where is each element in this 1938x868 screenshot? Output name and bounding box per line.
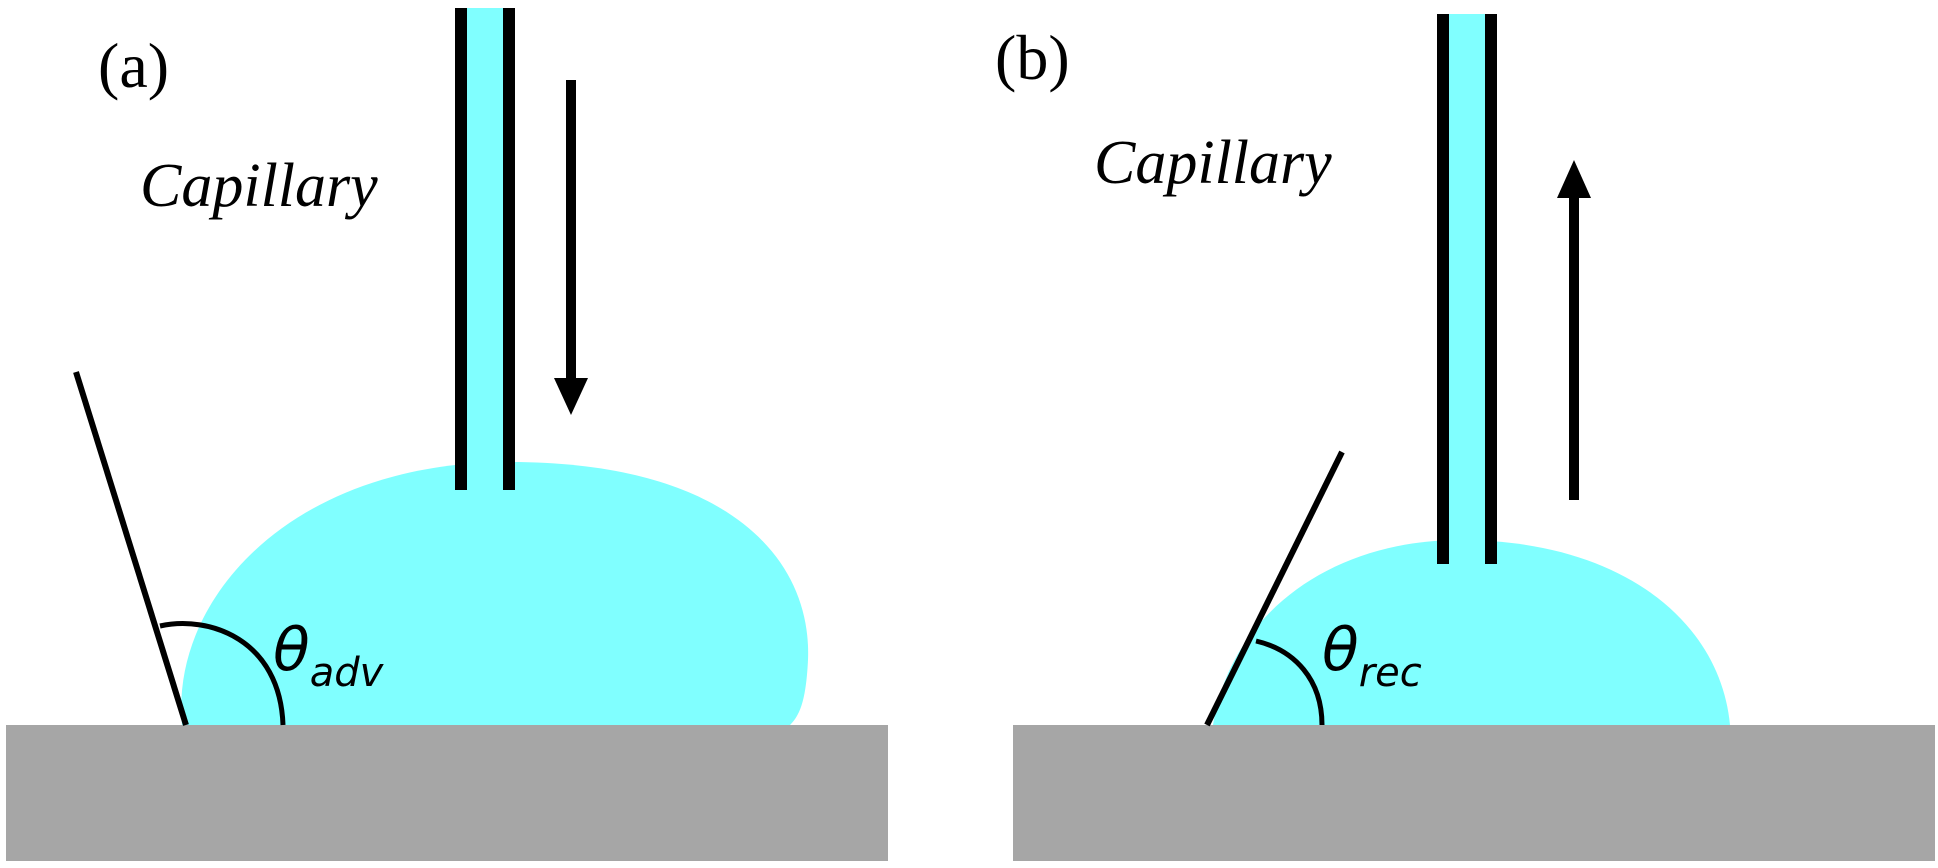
droplet-advancing xyxy=(181,462,809,725)
theta-rec-label: θrec xyxy=(1322,620,1422,693)
arrow-up-head xyxy=(1557,160,1591,198)
capillary-liquid-b xyxy=(1445,14,1491,564)
capillary-wall-right-a xyxy=(503,8,515,490)
substrate-b xyxy=(1013,725,1935,861)
theta-symbol-b: θ xyxy=(1322,615,1359,685)
substrate-a xyxy=(6,725,888,861)
tangent-line-a xyxy=(73,371,189,726)
arrow-down-head xyxy=(554,378,588,415)
capillary-label-b: Capillary xyxy=(1094,129,1332,197)
capillary-liquid-a xyxy=(463,8,509,490)
capillary-label-a: Capillary xyxy=(140,152,378,220)
theta-subscript-adv: adv xyxy=(309,650,384,696)
theta-symbol-a: θ xyxy=(273,615,310,685)
capillary-wall-left-b xyxy=(1437,14,1449,564)
theta-subscript-rec: rec xyxy=(1358,650,1422,696)
panel-a xyxy=(6,8,888,861)
panel-b-label: (b) xyxy=(995,22,1070,93)
droplet-receding xyxy=(1213,540,1730,725)
panel-a-label: (a) xyxy=(98,30,170,101)
angle-arc-b xyxy=(1255,638,1325,726)
angle-arc-a xyxy=(159,621,286,726)
theta-adv-label: θadv xyxy=(273,620,383,693)
capillary-wall-left-a xyxy=(455,8,467,490)
panel-b xyxy=(1013,14,1935,861)
tangent-line-b xyxy=(1204,450,1345,727)
capillary-wall-right-b xyxy=(1485,14,1497,564)
